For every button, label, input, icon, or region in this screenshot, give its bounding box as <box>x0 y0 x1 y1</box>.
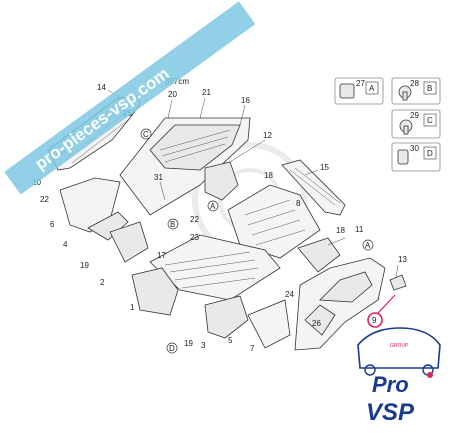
legend-letter: B <box>427 84 432 93</box>
callout-4: 4 <box>63 240 68 249</box>
callout-21: 21 <box>202 88 211 97</box>
callout-16: 16 <box>241 96 250 105</box>
svg-text:D: D <box>169 344 175 353</box>
callout-7: 7 <box>250 344 255 353</box>
callout-11: 11 <box>355 225 364 234</box>
b-pillar-outer <box>247 299 291 349</box>
callout-17: 17 <box>157 251 166 260</box>
b-pillar-inner <box>204 295 249 339</box>
legend-number: 27 <box>356 79 365 88</box>
callout-23: 23 <box>190 233 199 242</box>
svg-text:C: C <box>143 130 149 139</box>
callout-13: 13 <box>398 255 407 264</box>
legend-number: 28 <box>410 79 419 88</box>
svg-text:B: B <box>170 220 175 229</box>
callout-19b: 19 <box>184 339 193 348</box>
brand-logo[interactable]: GROUP Pro VSP <box>357 327 441 426</box>
legend-letter: D <box>427 149 433 158</box>
callout-31: 31 <box>154 173 163 182</box>
callout-15: 15 <box>320 163 329 172</box>
rear-wheel-arch <box>204 161 239 201</box>
legend-item-28[interactable]: 28 B <box>391 77 441 105</box>
highlight-callout-9[interactable]: 9 <box>367 294 396 328</box>
legend-number: 29 <box>410 111 419 120</box>
body-side-panel <box>294 257 386 351</box>
circle-marker-b: B <box>167 218 179 230</box>
legend-item-29[interactable]: 29 C <box>391 109 441 139</box>
legend-number: 30 <box>410 144 419 153</box>
callout-5: 5 <box>228 336 233 345</box>
callout-12: 12 <box>263 131 272 140</box>
callout-18: 18 <box>264 171 273 180</box>
brand-bottom: VSP <box>366 399 415 426</box>
callout-22: 22 <box>40 195 49 204</box>
front-inner-sill <box>87 211 149 263</box>
callout-22b: 22 <box>190 215 199 224</box>
rear-panel <box>281 159 346 216</box>
callout-19: 19 <box>80 261 89 270</box>
circle-marker-a2: A <box>362 239 374 251</box>
callout-8: 8 <box>296 199 301 208</box>
circle-marker-a: A <box>207 200 219 212</box>
circle-marker-c: C <box>140 128 152 140</box>
roof-panel <box>119 117 251 216</box>
legend-item-27[interactable]: 27 A <box>334 77 384 105</box>
front-side-member <box>131 267 179 316</box>
callout-1: 1 <box>130 303 135 312</box>
diagram-code: 387cm <box>165 77 189 86</box>
legend-letter: A <box>369 84 375 93</box>
svg-text:9: 9 <box>372 316 377 325</box>
main-floor <box>149 234 281 301</box>
brand-top: Pro <box>372 372 409 397</box>
circle-marker-d: D <box>166 342 178 354</box>
legend-letter: C <box>427 116 433 125</box>
callout-3: 3 <box>201 341 206 350</box>
brand-tag: GROUP <box>390 343 409 349</box>
callout-26: 26 <box>312 319 321 328</box>
callout-6: 6 <box>50 220 55 229</box>
callout-14: 14 <box>97 83 106 92</box>
legend-item-30[interactable]: 30 D <box>391 142 441 172</box>
small-bracket-13 <box>389 274 407 291</box>
callout-2: 2 <box>100 278 105 287</box>
rear-quarter-inner <box>297 237 341 273</box>
svg-text:A: A <box>365 241 371 250</box>
callout-18b: 18 <box>336 226 345 235</box>
callout-20: 20 <box>168 90 177 99</box>
svg-text:A: A <box>210 202 216 211</box>
callout-24: 24 <box>285 290 294 299</box>
